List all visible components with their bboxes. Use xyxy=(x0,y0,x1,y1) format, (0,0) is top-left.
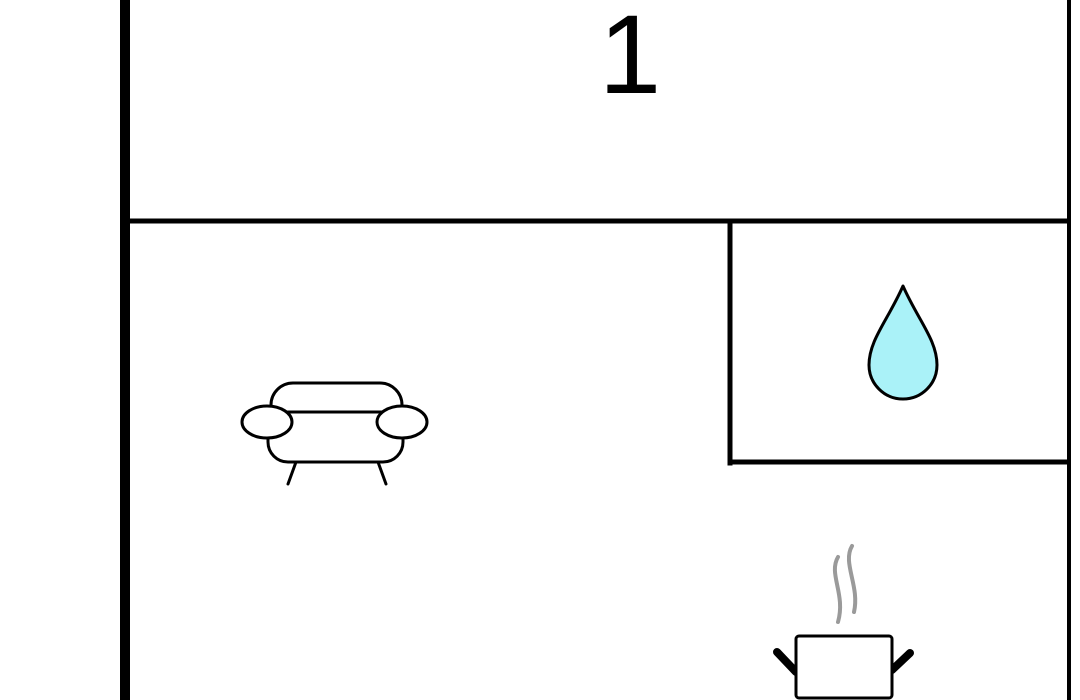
room-number-label: 1 xyxy=(599,0,661,117)
cooking-pot-icon xyxy=(773,544,914,700)
walls xyxy=(120,0,1071,700)
steam-icon xyxy=(832,544,858,624)
sofa-icon xyxy=(240,381,429,486)
water-drop-icon xyxy=(867,284,939,401)
